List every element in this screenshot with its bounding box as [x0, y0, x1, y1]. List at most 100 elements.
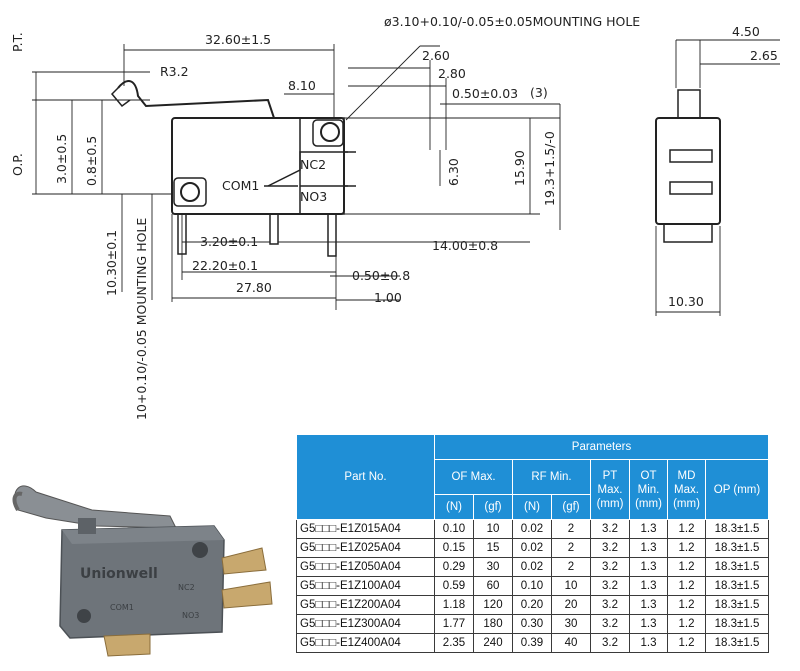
- header-rf-n: (N): [512, 494, 552, 520]
- table-cell-rf-n: 0.30: [512, 614, 552, 634]
- table-cell-pt: 3.2: [590, 595, 630, 615]
- dim-0-50-003: 0.50±0.03: [452, 86, 518, 101]
- table-cell-op: 18.3±1.5: [705, 557, 769, 577]
- header-rf-min: RF Min.: [512, 459, 591, 495]
- table-cell-of-n: 2.35: [434, 633, 474, 653]
- table-cell-rf-n: 0.20: [512, 595, 552, 615]
- header-part-no: Part No.: [296, 434, 435, 520]
- table-cell-rf-n: 0.39: [512, 633, 552, 653]
- table-cell-of-gf: 180: [473, 614, 513, 634]
- table-cell-of-gf: 60: [473, 576, 513, 596]
- dim-10-30-horizontal: 10.30: [668, 294, 704, 309]
- table-cell-md: 1.2: [667, 519, 706, 539]
- table-cell-ot: 1.3: [629, 595, 668, 615]
- table-cell-of-gf: 10: [473, 519, 513, 539]
- label-no3: NO3: [300, 189, 327, 204]
- dim-r-3-2: R3.2: [160, 64, 189, 79]
- table-cell-part: G5□□□-E1Z100A04: [296, 576, 435, 596]
- table-cell-op: 18.3±1.5: [705, 519, 769, 539]
- table-cell-of-n: 0.15: [434, 538, 474, 558]
- table-cell-ot: 1.3: [629, 538, 668, 558]
- dim-0-8: 0.8±0.5: [84, 136, 99, 186]
- header-rf-gf: (gf): [551, 494, 591, 520]
- table-cell-rf-gf: 10: [551, 576, 591, 596]
- header-of-max: OF Max.: [434, 459, 513, 495]
- table-cell-rf-gf: 30: [551, 614, 591, 634]
- table-cell-pt: 3.2: [590, 557, 630, 577]
- mounting-hole-top: [320, 122, 340, 142]
- photo-label-no3: NO3: [182, 611, 199, 620]
- table-cell-rf-gf: 20: [551, 595, 591, 615]
- table-cell-pt: 3.2: [590, 538, 630, 558]
- dim-mounting-hole-side: 10+0.10/-0.05 MOUNTING HOLE: [134, 218, 149, 420]
- table-cell-part: G5□□□-E1Z200A04: [296, 595, 435, 615]
- table-cell-md: 1.2: [667, 557, 706, 577]
- table-cell-rf-n: 0.10: [512, 576, 552, 596]
- table-cell-pt: 3.2: [590, 576, 630, 596]
- label-com1: COM1: [222, 178, 259, 193]
- dim-0-50-08: 0.50±0.8: [352, 268, 410, 283]
- table-cell-of-gf: 15: [473, 538, 513, 558]
- table-cell-of-n: 1.77: [434, 614, 474, 634]
- table-cell-ot: 1.3: [629, 576, 668, 596]
- header-ot-min: OT Min. (mm): [629, 459, 668, 520]
- table-cell-of-gf: 120: [473, 595, 513, 615]
- product-photo: Unionwell COM1 NC2 NO3: [12, 485, 273, 657]
- dim-27-80: 27.80: [236, 280, 272, 295]
- dim-3-20: 3.20±0.1: [200, 234, 258, 249]
- table-cell-ot: 1.3: [629, 519, 668, 539]
- table-cell-md: 1.2: [667, 614, 706, 634]
- table-cell-rf-gf: 2: [551, 538, 591, 558]
- dim-6-30: 6.30: [446, 158, 461, 186]
- dim-8-10: 8.10: [288, 78, 316, 93]
- table-cell-rf-n: 0.02: [512, 557, 552, 577]
- table-cell-part: G5□□□-E1Z025A04: [296, 538, 435, 558]
- table-cell-rf-n: 0.02: [512, 538, 552, 558]
- header-md-max: MD Max. (mm): [667, 459, 706, 520]
- mounting-hole-bottom: [180, 182, 200, 202]
- dim-4-50: 4.50: [732, 24, 760, 39]
- dim-15-90: 15.90: [512, 150, 527, 186]
- table-cell-md: 1.2: [667, 595, 706, 615]
- table-cell-op: 18.3±1.5: [705, 538, 769, 558]
- table-cell-pt: 3.2: [590, 519, 630, 539]
- dim-3-0: 3.0±0.5: [54, 134, 69, 184]
- table-cell-rf-n: 0.02: [512, 519, 552, 539]
- photo-label-com1: COM1: [110, 603, 134, 612]
- table-cell-of-gf: 30: [473, 557, 513, 577]
- table-cell-part: G5□□□-E1Z050A04: [296, 557, 435, 577]
- table-cell-op: 18.3±1.5: [705, 595, 769, 615]
- switch-body-side: [655, 117, 721, 225]
- table-cell-pt: 3.2: [590, 614, 630, 634]
- table-cell-md: 1.2: [667, 576, 706, 596]
- label-pt: P.T.: [10, 32, 25, 52]
- header-parameters: Parameters: [434, 434, 769, 460]
- dim-mounting-hole-top: ø3.10+0.10/-0.05±0.05MOUNTING HOLE: [384, 14, 640, 29]
- dimension-drawing: P.T. O.P. 32.60±1.5 R3.2 8.10 ø3.10+0.10…: [10, 14, 780, 420]
- table-cell-rf-gf: 2: [551, 519, 591, 539]
- table-cell-part: G5□□□-E1Z015A04: [296, 519, 435, 539]
- table-cell-rf-gf: 2: [551, 557, 591, 577]
- dim-1-00: 1.00: [374, 290, 402, 305]
- dim-2-60: 2.60: [422, 48, 450, 63]
- table-cell-of-n: 1.18: [434, 595, 474, 615]
- table-cell-of-n: 0.59: [434, 576, 474, 596]
- label-nc2: NC2: [300, 157, 326, 172]
- table-cell-pt: 3.2: [590, 633, 630, 653]
- table-cell-ot: 1.3: [629, 614, 668, 634]
- table-cell-part: G5□□□-E1Z400A04: [296, 633, 435, 653]
- table-cell-of-n: 0.10: [434, 519, 474, 539]
- table-cell-ot: 1.3: [629, 557, 668, 577]
- table-cell-rf-gf: 40: [551, 633, 591, 653]
- table-cell-op: 18.3±1.5: [705, 633, 769, 653]
- dim-22-20: 22.20±0.1: [192, 258, 258, 273]
- dim-10-30-vertical: 10.30±0.1: [104, 230, 119, 296]
- photo-label-nc2: NC2: [178, 583, 195, 592]
- header-op: OP (mm): [705, 459, 769, 520]
